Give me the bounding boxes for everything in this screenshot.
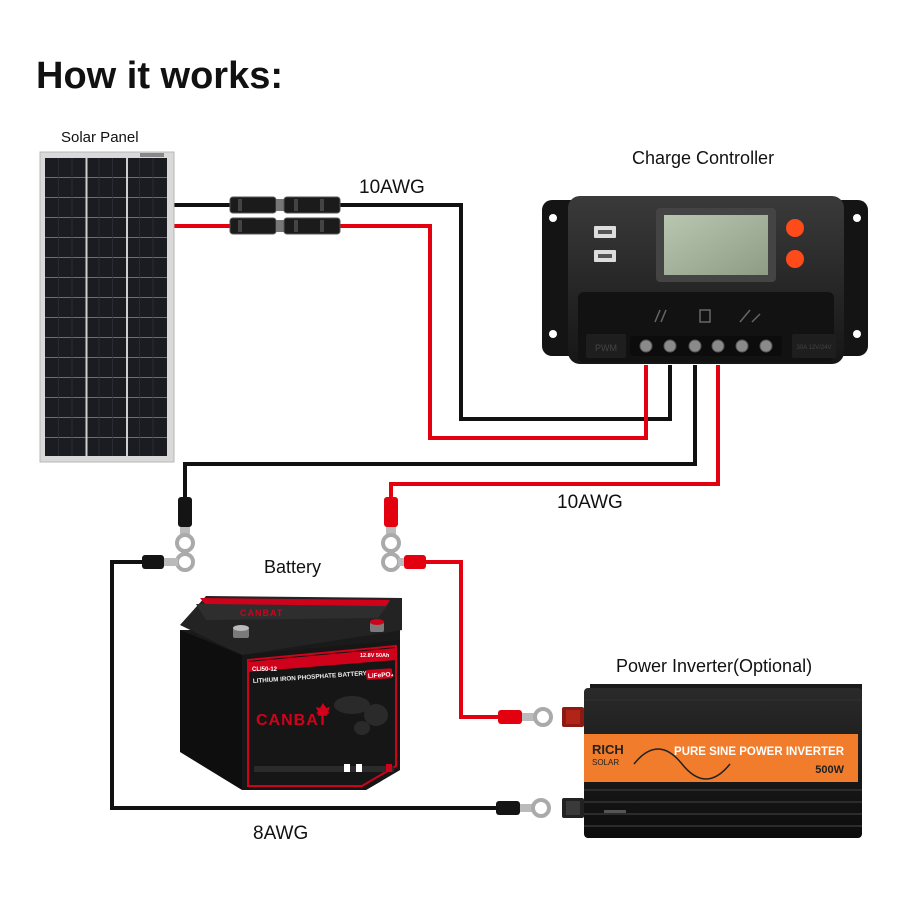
usb-ports: [594, 226, 616, 262]
charge-controller: PWM 30A 12V/24V: [542, 196, 868, 364]
maple-leaf-icon: [316, 703, 330, 716]
wire-gauge-panel-label: 10AWG: [359, 177, 425, 198]
ring-terminals-inverter: [496, 707, 553, 818]
ring-terminal-red-inverter: [498, 707, 553, 727]
mc4-connector-negative: [229, 196, 341, 214]
screw-terminals: [630, 336, 782, 356]
power-inverter: RICH SOLAR PURE SINE POWER INVERTER 500W: [562, 684, 862, 838]
sine-wave-icon: [633, 748, 731, 780]
battery-label: Battery: [264, 557, 322, 577]
inverter-label: Power Inverter(Optional): [616, 656, 813, 676]
battery-rating: 12.8V 50Ah: [360, 653, 390, 659]
mc4-connectors: [229, 196, 341, 235]
solar-panel: [39, 151, 175, 463]
wire-inverter-negative: [110, 560, 500, 810]
charge-controller-label: Charge Controller: [632, 148, 775, 168]
wire-battery-positive: [389, 365, 720, 500]
ring-terminal-black-inverter: [496, 798, 551, 818]
controller-badge-left: PWM: [595, 343, 617, 353]
wire-gauge-battery-label: 10AWG: [557, 492, 623, 513]
solar-panel-label: Solar Panel: [61, 129, 139, 146]
controller-button-bottom: [786, 250, 804, 268]
battery-model: CLI50-12: [252, 667, 278, 673]
wire-gauge-inverter-label: 8AWG: [253, 823, 309, 844]
ring-terminal-red-lower: [381, 552, 426, 572]
controller-badge-right: 30A 12V/24V: [796, 345, 831, 351]
wiring: [110, 203, 720, 810]
page-title: How it works:: [36, 55, 284, 97]
battery: CLI50-12 12.8V 50Ah LITHIUM IRON PHOSPHA…: [180, 596, 402, 790]
inverter-terminal-positive: [562, 707, 584, 727]
mc4-connector-positive: [229, 217, 341, 235]
battery-brand: CANBAT: [256, 712, 328, 729]
ring-terminal-black-upper: [175, 497, 195, 553]
ring-terminals-controller-battery: [142, 497, 426, 572]
inverter-terminal-negative: [562, 798, 584, 818]
battery-lifepo4-badge: LiFePO₄: [368, 671, 394, 680]
world-map-graphic: [334, 696, 388, 735]
ring-terminal-black-lower: [142, 552, 195, 572]
terminal-icons: [654, 309, 761, 323]
inverter-brand-line2: SOLAR: [592, 758, 619, 767]
controller-button-top: [786, 219, 804, 237]
wire-panel-negative: [172, 203, 672, 421]
inverter-brand-line1: RICH: [592, 742, 624, 757]
inverter-product-text: PURE SINE POWER INVERTER: [674, 746, 845, 758]
inverter-wattage: 500W: [815, 764, 844, 776]
lcd-screen: [656, 208, 776, 282]
wire-inverter-positive: [420, 560, 502, 719]
wire-panel-positive: [172, 224, 648, 440]
wire-battery-negative: [183, 365, 697, 500]
ring-terminal-red-upper: [381, 497, 401, 553]
battery-brand-top: CANBAT: [240, 608, 283, 618]
